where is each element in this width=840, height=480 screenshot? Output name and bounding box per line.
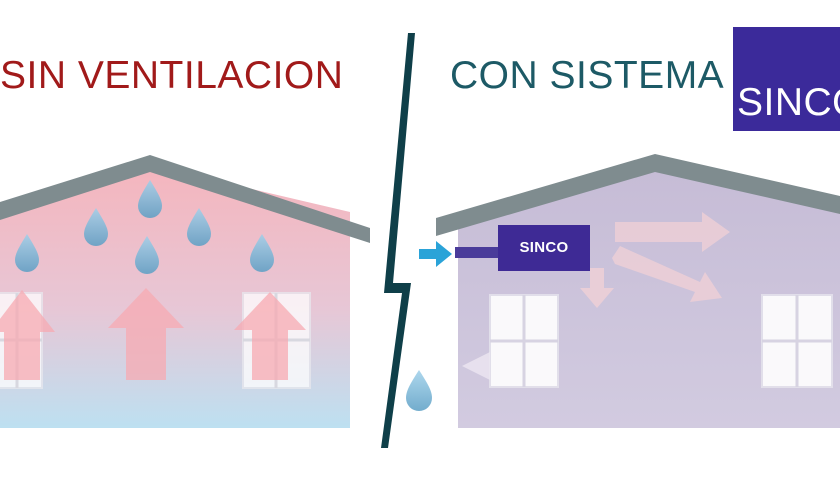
water-drop-icon: [135, 236, 159, 274]
right-window-2: [761, 294, 833, 388]
right-window-1: [489, 294, 559, 388]
arrow-right-icon: [612, 246, 722, 302]
air-inlet-arrow-icon: [419, 241, 452, 267]
brand-title: SINCO: [737, 81, 840, 124]
arrow-up-icon: [108, 288, 184, 380]
water-drop-icon: [406, 370, 432, 411]
arrow-left-icon: [462, 352, 490, 380]
brand-box: SINCO: [733, 27, 840, 131]
arrow-right-icon: [615, 212, 730, 252]
water-drop-icon: [250, 234, 274, 272]
left-house-roof: [0, 155, 370, 243]
right-house-roof: [436, 154, 840, 236]
right-panel-title: CON SISTEMA: [450, 54, 725, 97]
right-house: [406, 154, 840, 428]
water-drop-icon: [15, 234, 39, 272]
water-drop-icon: [187, 208, 211, 246]
sinco-unit-label: SINCO: [519, 239, 569, 256]
left-panel-title: SIN VENTILACION: [0, 54, 344, 97]
arrow-up-icon: [234, 292, 306, 380]
water-drop-icon: [84, 208, 108, 246]
arrow-down-icon: [580, 268, 614, 308]
arrow-up-icon: [0, 290, 55, 380]
sinco-unit-box: [498, 225, 590, 271]
water-drop-icon: [138, 180, 162, 218]
left-house: [0, 155, 370, 428]
panel-divider: [381, 33, 415, 448]
sinco-duct: [455, 247, 501, 258]
